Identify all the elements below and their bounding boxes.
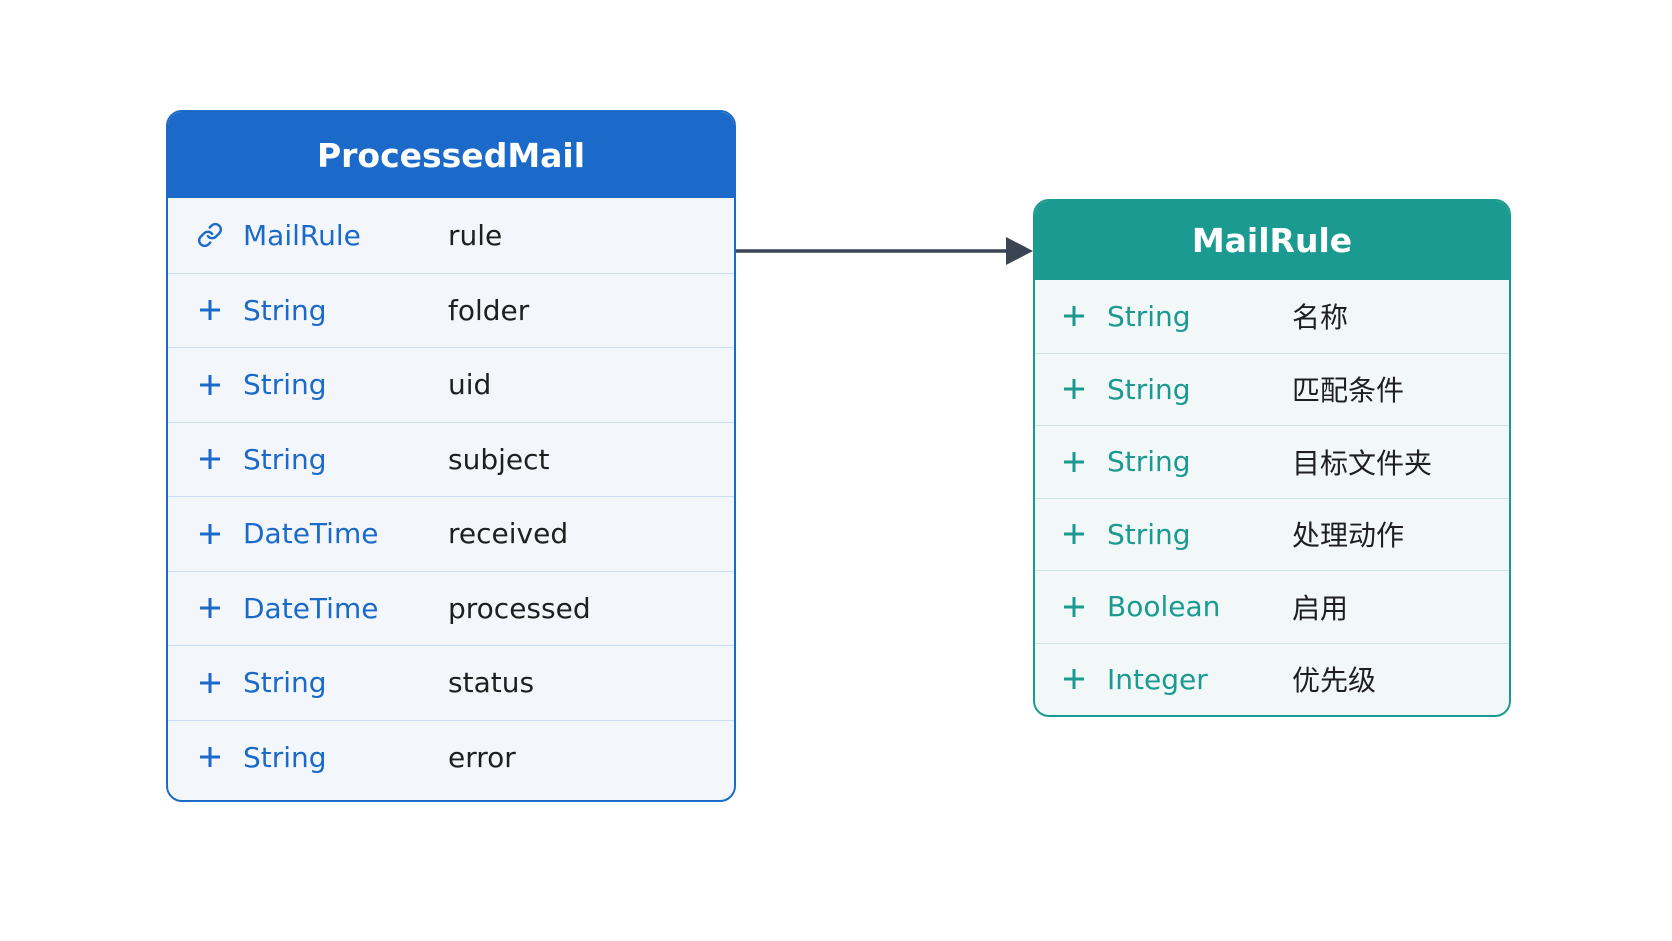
plus-icon bbox=[1061, 521, 1087, 547]
field-row[interactable]: String error bbox=[168, 719, 734, 795]
field-row[interactable]: MailRule rule bbox=[168, 198, 734, 273]
plus-icon bbox=[1061, 449, 1087, 475]
entity-title: MailRule bbox=[1191, 221, 1353, 260]
plus-icon bbox=[1061, 666, 1087, 692]
field-type: String bbox=[1107, 517, 1191, 551]
field-name: 启用 bbox=[1292, 591, 1349, 625]
field-row[interactable]: String subject bbox=[168, 421, 734, 497]
field-name: uid bbox=[448, 368, 492, 402]
plus-icon bbox=[197, 744, 223, 770]
field-row[interactable]: String 处理动作 bbox=[1035, 497, 1509, 571]
field-name: subject bbox=[448, 442, 550, 476]
plus-icon bbox=[197, 446, 223, 472]
field-name: 目标文件夹 bbox=[1292, 446, 1433, 480]
plus-icon bbox=[197, 595, 223, 621]
entity-mailrule-header: MailRule bbox=[1035, 201, 1509, 280]
field-name: 优先级 bbox=[1292, 664, 1377, 698]
field-type: String bbox=[243, 666, 327, 700]
entity-processedmail[interactable]: ProcessedMail MailRule rule String folde… bbox=[166, 110, 736, 802]
link-icon bbox=[197, 222, 223, 248]
field-type: MailRule bbox=[243, 218, 361, 252]
field-type: DateTime bbox=[243, 517, 379, 551]
field-row[interactable]: String 名称 bbox=[1035, 280, 1509, 353]
field-row[interactable]: String uid bbox=[168, 347, 734, 422]
field-type: Integer bbox=[1107, 662, 1208, 696]
field-type: Boolean bbox=[1107, 590, 1221, 624]
field-name: 处理动作 bbox=[1292, 519, 1405, 553]
plus-icon bbox=[197, 372, 223, 398]
field-row[interactable]: DateTime received bbox=[168, 496, 734, 571]
field-row[interactable]: String 匹配条件 bbox=[1035, 352, 1509, 426]
field-row[interactable]: String status bbox=[168, 645, 734, 720]
field-name: status bbox=[448, 666, 535, 700]
field-row[interactable]: Integer 优先级 bbox=[1035, 642, 1509, 716]
field-type: String bbox=[243, 368, 327, 402]
plus-icon bbox=[1061, 594, 1087, 620]
entity-processedmail-fields: MailRule rule String folder String uid S… bbox=[168, 198, 734, 794]
field-type: String bbox=[1107, 299, 1191, 333]
field-row[interactable]: DateTime processed bbox=[168, 570, 734, 646]
field-name: rule bbox=[448, 218, 503, 252]
field-type: String bbox=[243, 293, 327, 327]
entity-processedmail-header: ProcessedMail bbox=[168, 112, 734, 198]
field-type: String bbox=[243, 442, 327, 476]
entity-title: ProcessedMail bbox=[316, 135, 586, 175]
entity-mailrule-fields: String 名称 String 匹配条件 String 目标文件夹 Strin… bbox=[1035, 280, 1509, 715]
field-name: folder bbox=[448, 293, 530, 327]
plus-icon bbox=[197, 670, 223, 696]
field-type: String bbox=[1107, 445, 1191, 479]
field-row[interactable]: String 目标文件夹 bbox=[1035, 425, 1509, 498]
field-row[interactable]: Boolean 启用 bbox=[1035, 570, 1509, 643]
field-type: DateTime bbox=[243, 591, 379, 625]
field-name: error bbox=[448, 740, 516, 774]
entity-mailrule[interactable]: MailRule String 名称 String 匹配条件 String 目标… bbox=[1033, 199, 1511, 717]
field-type: String bbox=[243, 740, 327, 774]
field-name: processed bbox=[448, 591, 591, 625]
field-name: 名称 bbox=[1292, 301, 1349, 335]
plus-icon bbox=[1061, 303, 1087, 329]
plus-icon bbox=[1061, 376, 1087, 402]
relation-arrowhead bbox=[1006, 237, 1033, 265]
plus-icon bbox=[197, 297, 223, 323]
field-name: 匹配条件 bbox=[1292, 374, 1405, 408]
field-name: received bbox=[448, 517, 569, 551]
field-type: String bbox=[1107, 372, 1191, 406]
field-row[interactable]: String folder bbox=[168, 272, 734, 348]
plus-icon bbox=[197, 521, 223, 547]
